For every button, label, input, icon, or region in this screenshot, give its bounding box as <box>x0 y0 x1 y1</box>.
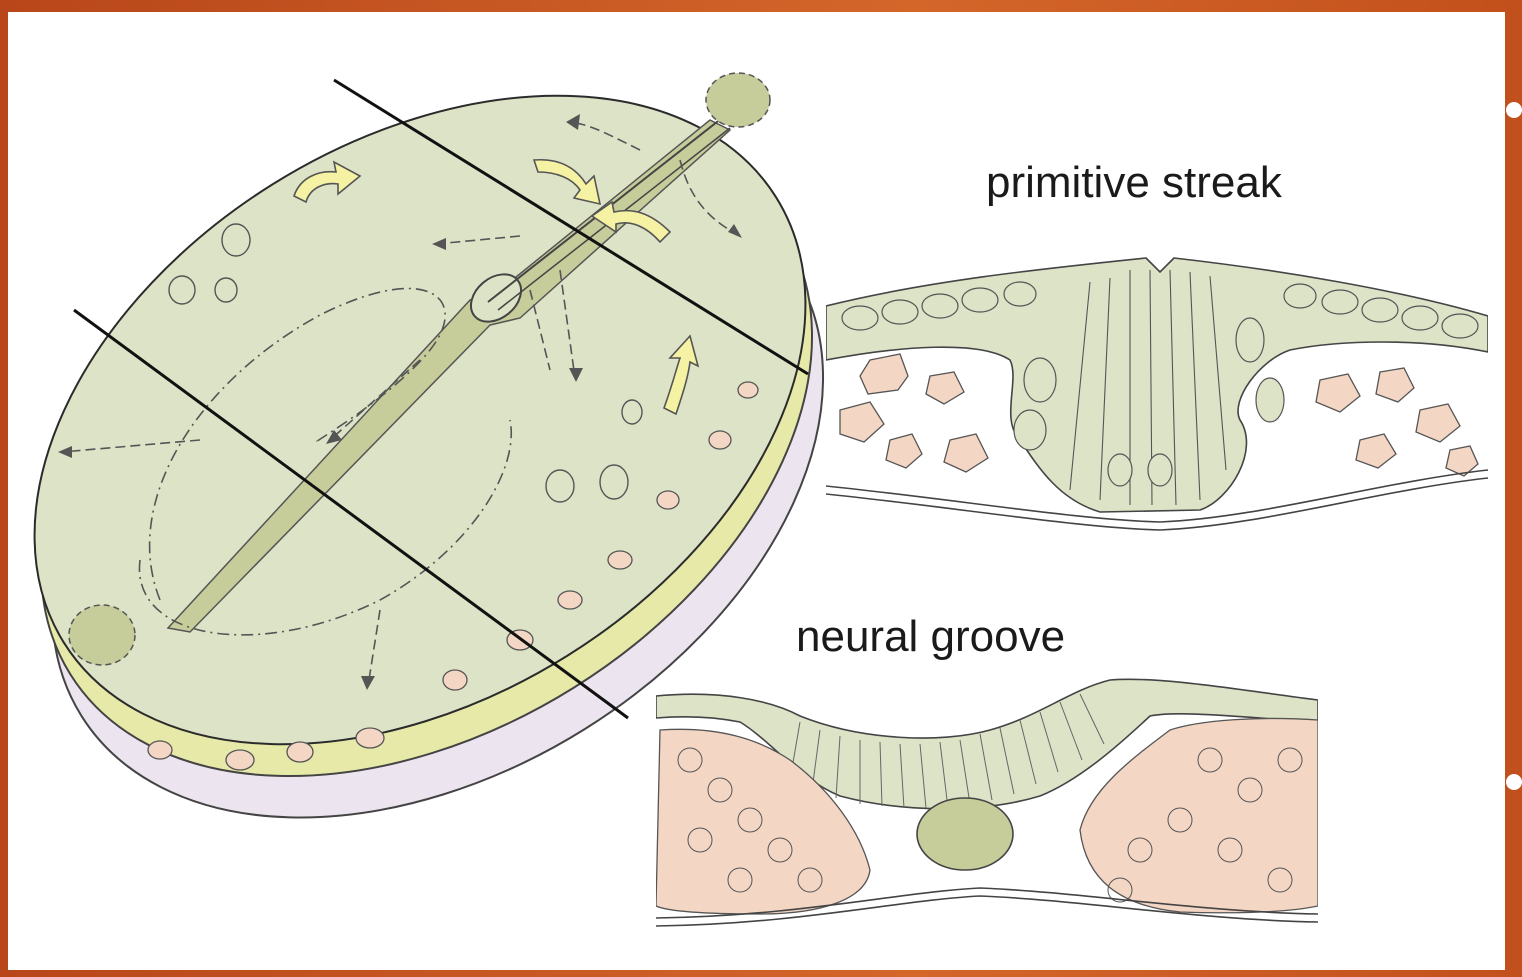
neural-groove-section <box>656 678 1318 927</box>
notochord <box>916 797 1014 871</box>
surface-cells <box>168 223 643 503</box>
section-line-primitive-streak <box>333 78 809 376</box>
section-line-neural-groove <box>73 308 629 720</box>
bullet-point <box>1506 774 1522 790</box>
arrowheads <box>58 114 742 690</box>
cell-migration-arrows <box>61 121 741 687</box>
primitive-streak-section <box>826 257 1488 531</box>
bullet-point <box>1506 102 1522 118</box>
yellow-arrows <box>293 159 700 416</box>
label-neural-groove: neural groove <box>796 612 1066 661</box>
label-primitive-streak: primitive streak <box>986 158 1282 207</box>
oropharyngeal-membrane <box>705 72 771 128</box>
cloacal-membrane <box>68 604 136 666</box>
embryonic-disc <box>33 72 825 819</box>
